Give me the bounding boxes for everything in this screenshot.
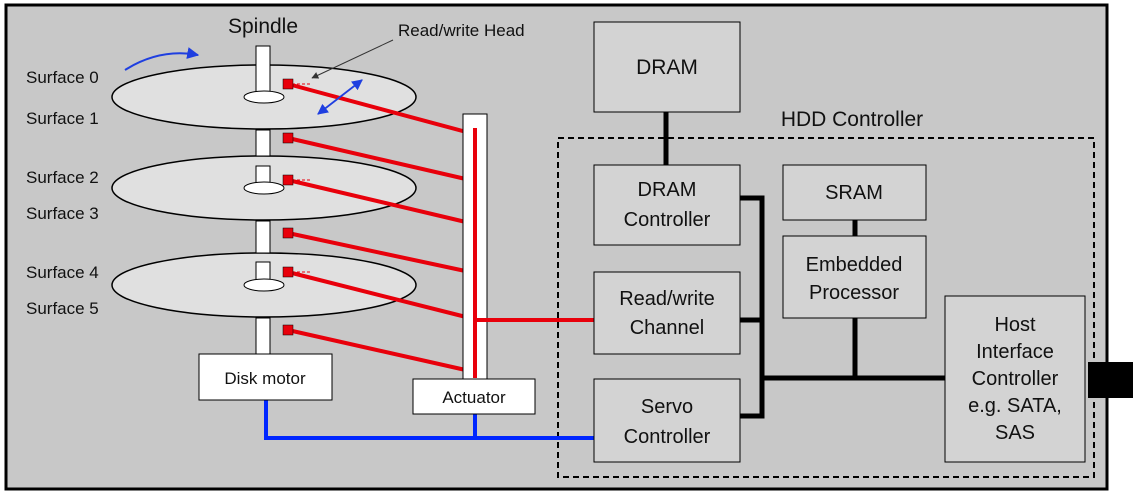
servo-controller-label: Controller bbox=[624, 426, 711, 448]
sram-box bbox=[782, 164, 927, 221]
disk-motor-label: Disk motor bbox=[224, 369, 306, 388]
embedded-processor-label: Processor bbox=[809, 282, 899, 304]
embedded-processor-label: Embedded bbox=[806, 254, 903, 276]
rotation-arrow bbox=[124, 47, 200, 71]
head-pointer-arrow bbox=[311, 39, 394, 79]
hdd-controller-label: HDD Controller bbox=[781, 108, 923, 131]
dram-controller-label: Controller bbox=[624, 209, 711, 231]
spindle-segment bbox=[255, 129, 271, 157]
system-bus bbox=[663, 112, 945, 419]
actuator-label: Actuator bbox=[442, 388, 506, 407]
head-motion-arrow bbox=[317, 79, 363, 115]
head-square bbox=[282, 132, 294, 144]
host-interface-label: SAS bbox=[995, 422, 1035, 444]
spindle-hub bbox=[243, 278, 285, 292]
motor-servo-line bbox=[264, 400, 595, 440]
head-trace bbox=[286, 136, 472, 182]
spindle-segment bbox=[255, 317, 271, 355]
surface-4-label: Surface 4 bbox=[26, 263, 99, 282]
servo-controller-label: Servo bbox=[641, 396, 693, 418]
disk-motor-box bbox=[198, 353, 333, 401]
servo-controller-box bbox=[593, 378, 741, 463]
rw-channel-box bbox=[593, 271, 741, 355]
spindle-top bbox=[255, 45, 271, 99]
rw-channel-label: Channel bbox=[630, 317, 705, 339]
spindle-segment bbox=[255, 220, 271, 254]
spindle-hub bbox=[243, 181, 285, 195]
rw-channel-label: Read/write bbox=[619, 288, 715, 310]
dram-box bbox=[593, 21, 741, 113]
head-square bbox=[282, 266, 294, 278]
head-trace bbox=[286, 178, 472, 225]
host-interface-label: Interface bbox=[976, 341, 1054, 363]
sram-label: SRAM bbox=[825, 182, 883, 204]
hdd-controller-boundary bbox=[557, 137, 1095, 478]
spindle-hub bbox=[243, 90, 285, 104]
surface-5-label: Surface 5 bbox=[26, 299, 99, 318]
dram-controller-label: DRAM bbox=[638, 179, 697, 201]
actuator-box bbox=[412, 378, 536, 415]
host-interface-label: e.g. SATA, bbox=[968, 395, 1062, 417]
spindle-label: Spindle bbox=[228, 15, 298, 38]
embedded-processor-box bbox=[782, 235, 927, 319]
head-hints bbox=[292, 83, 312, 273]
surface-0-label: Surface 0 bbox=[26, 68, 99, 87]
host-interface-box bbox=[944, 295, 1086, 463]
host-connector bbox=[1088, 362, 1133, 398]
dram-label: DRAM bbox=[636, 56, 698, 79]
head-square bbox=[282, 324, 294, 336]
dram-controller-box bbox=[593, 164, 741, 246]
surface-3-label: Surface 3 bbox=[26, 204, 99, 223]
head-square bbox=[282, 174, 294, 186]
head-label: Read/write Head bbox=[398, 21, 525, 40]
surface-1-label: Surface 1 bbox=[26, 109, 99, 128]
surface-2-label: Surface 2 bbox=[26, 168, 99, 187]
head-trace bbox=[286, 270, 472, 320]
head-square bbox=[282, 227, 294, 239]
host-interface-label: Host bbox=[994, 314, 1036, 336]
head-square bbox=[282, 78, 294, 90]
head-trace bbox=[286, 328, 472, 373]
read-write-heads bbox=[282, 78, 294, 336]
head-trace bbox=[286, 231, 472, 274]
host-interface-label: Controller bbox=[972, 368, 1059, 390]
